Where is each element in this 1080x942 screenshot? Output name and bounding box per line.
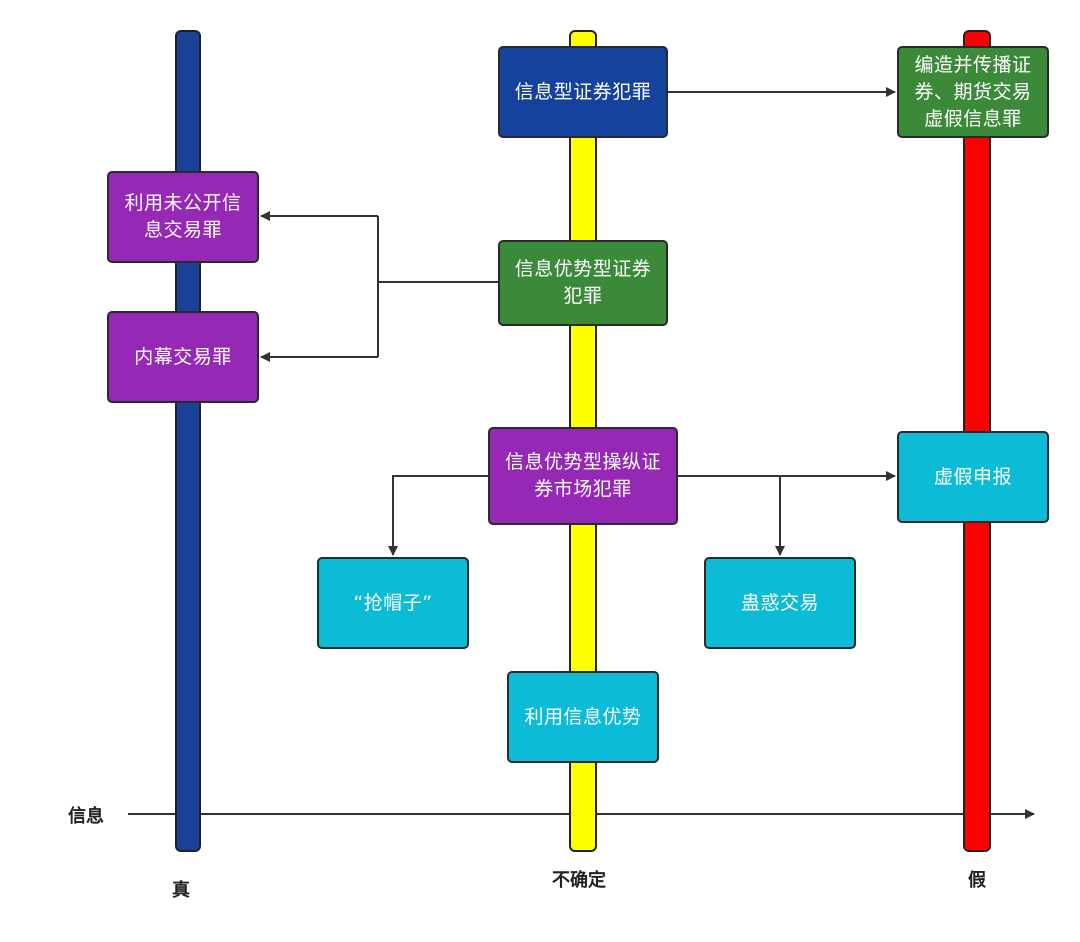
node-info-advantage-manipulation: 信息优势型操纵证券市场犯罪 <box>488 427 678 525</box>
node-label: “抢帽子” <box>353 591 433 614</box>
node-undisclosed-info-trading: 利用未公开信息交易罪 <box>107 171 259 263</box>
node-label: 蛊惑交易 <box>740 591 819 614</box>
node-label: 虚假申报 <box>933 465 1012 488</box>
node-insider-trading: 内幕交易罪 <box>107 311 259 403</box>
node-label: 利用信息优势 <box>524 705 642 728</box>
true-pole <box>175 30 201 852</box>
axis-label-info: 信息 <box>68 806 104 827</box>
node-false-declaration: 虚假申报 <box>897 431 1049 523</box>
node-scalping: “抢帽子” <box>317 557 469 649</box>
node-fabricate-false-info: 编造并传播证券、期货交易虚假信息罪 <box>897 46 1049 138</box>
node-info-securities-crime: 信息型证券犯罪 <box>498 46 668 138</box>
node-label: 利用未公开信息交易罪 <box>124 192 242 241</box>
axis-label-uncertain: 不确定 <box>552 870 606 891</box>
node-label: 内幕交易罪 <box>134 345 232 368</box>
node-info-advantage-crime: 信息优势型证券犯罪 <box>498 240 668 326</box>
node-label: 信息型证券犯罪 <box>514 80 652 103</box>
axis-label-false: 假 <box>968 870 986 891</box>
node-inducement-trading: 蛊惑交易 <box>704 557 856 649</box>
node-label: 信息优势型证券犯罪 <box>514 258 652 307</box>
node-use-info-advantage: 利用信息优势 <box>507 671 659 763</box>
node-label: 编造并传播证券、期货交易虚假信息罪 <box>914 53 1032 130</box>
edge-to-scalping <box>388 475 488 556</box>
axis-label-true: 真 <box>172 880 190 901</box>
node-label: 信息优势型操纵证券市场犯罪 <box>504 451 661 500</box>
